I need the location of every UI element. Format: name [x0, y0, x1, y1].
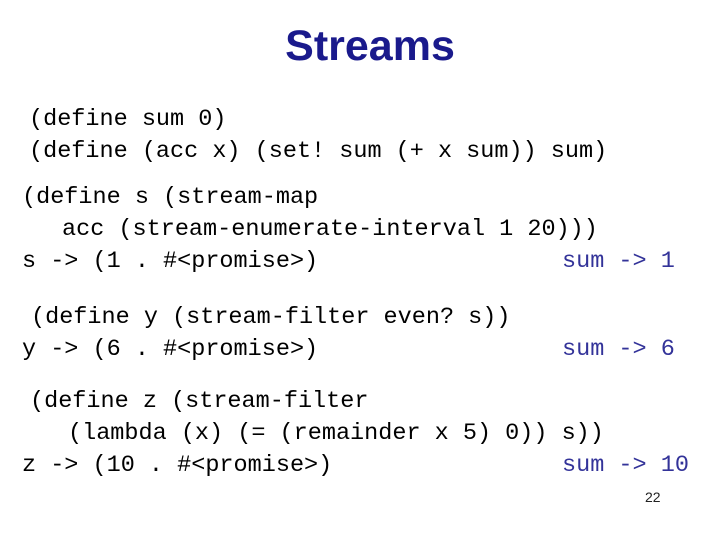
code-line-define-s: (define s (stream-map	[22, 184, 319, 211]
result-sum-1: sum -> 1	[562, 248, 675, 275]
code-line-define-acc: (define (acc x) (set! sum (+ x sum)) sum…	[29, 138, 608, 165]
result-sum-10: sum -> 10	[562, 452, 689, 479]
code-line-define-sum: (define sum 0)	[29, 106, 227, 133]
result-sum-6: sum -> 6	[562, 336, 675, 363]
slide-title: Streams	[285, 22, 455, 70]
code-line-y-value: y -> (6 . #<promise>)	[22, 336, 319, 363]
code-line-define-s-cont: acc (stream-enumerate-interval 1 20)))	[62, 216, 598, 243]
page-number: 22	[645, 489, 661, 505]
code-line-define-y: (define y (stream-filter even? s))	[31, 304, 511, 331]
code-line-s-value: s -> (1 . #<promise>)	[22, 248, 319, 275]
code-line-z-value: z -> (10 . #<promise>)	[22, 452, 333, 479]
code-line-define-z-cont: (lambda (x) (= (remainder x 5) 0)) s))	[68, 420, 604, 447]
code-line-define-z: (define z (stream-filter	[30, 388, 369, 415]
